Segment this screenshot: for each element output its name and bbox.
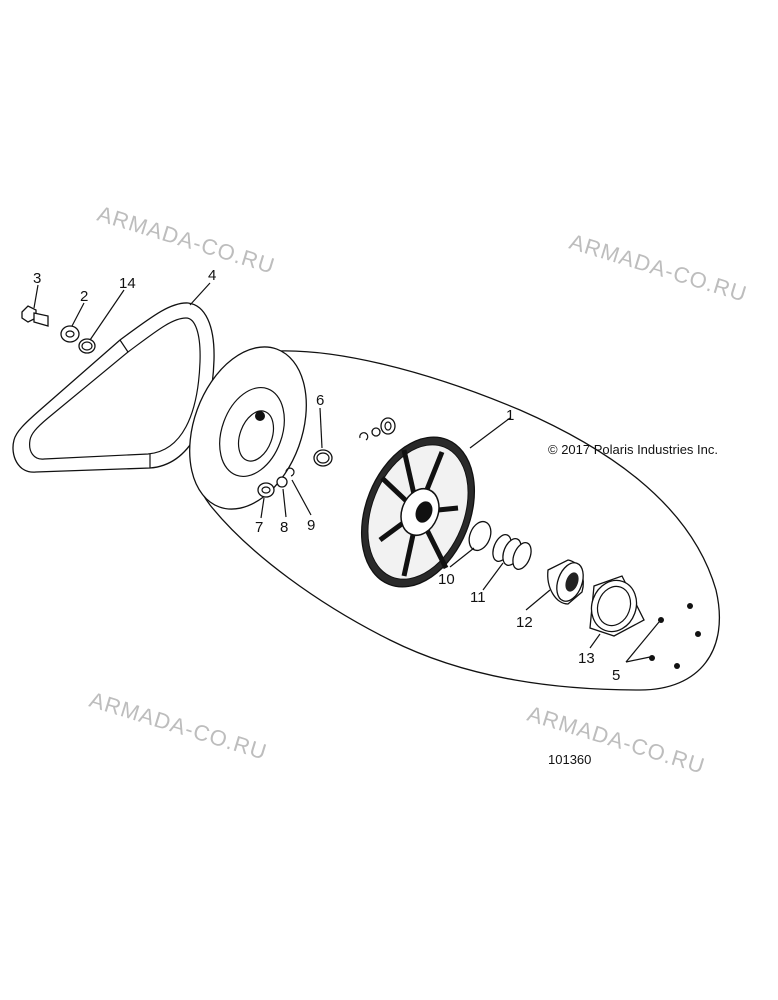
bushing-7	[257, 482, 275, 498]
callout-9: 9	[307, 517, 315, 534]
callout-14: 14	[119, 275, 136, 292]
screws	[649, 603, 701, 669]
o-ring-small	[78, 338, 96, 354]
callout-4: 4	[208, 267, 216, 284]
callout-10: 10	[438, 571, 455, 588]
watermark-4: ARMADA-CO.RU	[87, 687, 271, 765]
washer	[60, 325, 80, 343]
callout-5: 5	[612, 667, 620, 684]
washer-8	[276, 476, 288, 488]
callout-1: 1	[506, 407, 514, 424]
callout-3: 3	[33, 270, 41, 287]
fixed-sheave	[360, 436, 476, 588]
watermark-1: ARMADA-CO.RU	[95, 201, 279, 279]
bolt	[21, 305, 49, 327]
spring	[492, 534, 532, 570]
watermark-2: ARMADA-CO.RU	[567, 229, 751, 307]
rollers	[359, 417, 396, 441]
clip-9	[285, 467, 295, 477]
leader-lines	[33, 282, 660, 663]
callout-6: 6	[316, 392, 324, 409]
copyright-notice: © 2017 Polaris Industries Inc.	[548, 442, 718, 457]
drive-belt	[12, 302, 215, 473]
callout-8: 8	[280, 519, 288, 536]
callout-7: 7	[255, 519, 263, 536]
watermark-5: ARMADA-CO.RU	[525, 701, 709, 779]
sheave-disc	[189, 346, 307, 510]
callout-2: 2	[80, 288, 88, 305]
callouts: 1 2 3 4 5 6 7 8 9 10 11 12 13 14	[33, 267, 620, 684]
callout-12: 12	[516, 614, 533, 631]
cam	[547, 559, 584, 605]
o-ring-10	[468, 520, 492, 552]
figure-number: 101360	[548, 752, 591, 767]
callout-13: 13	[578, 650, 595, 667]
callout-11: 11	[470, 589, 486, 606]
cover-plate	[589, 575, 645, 637]
